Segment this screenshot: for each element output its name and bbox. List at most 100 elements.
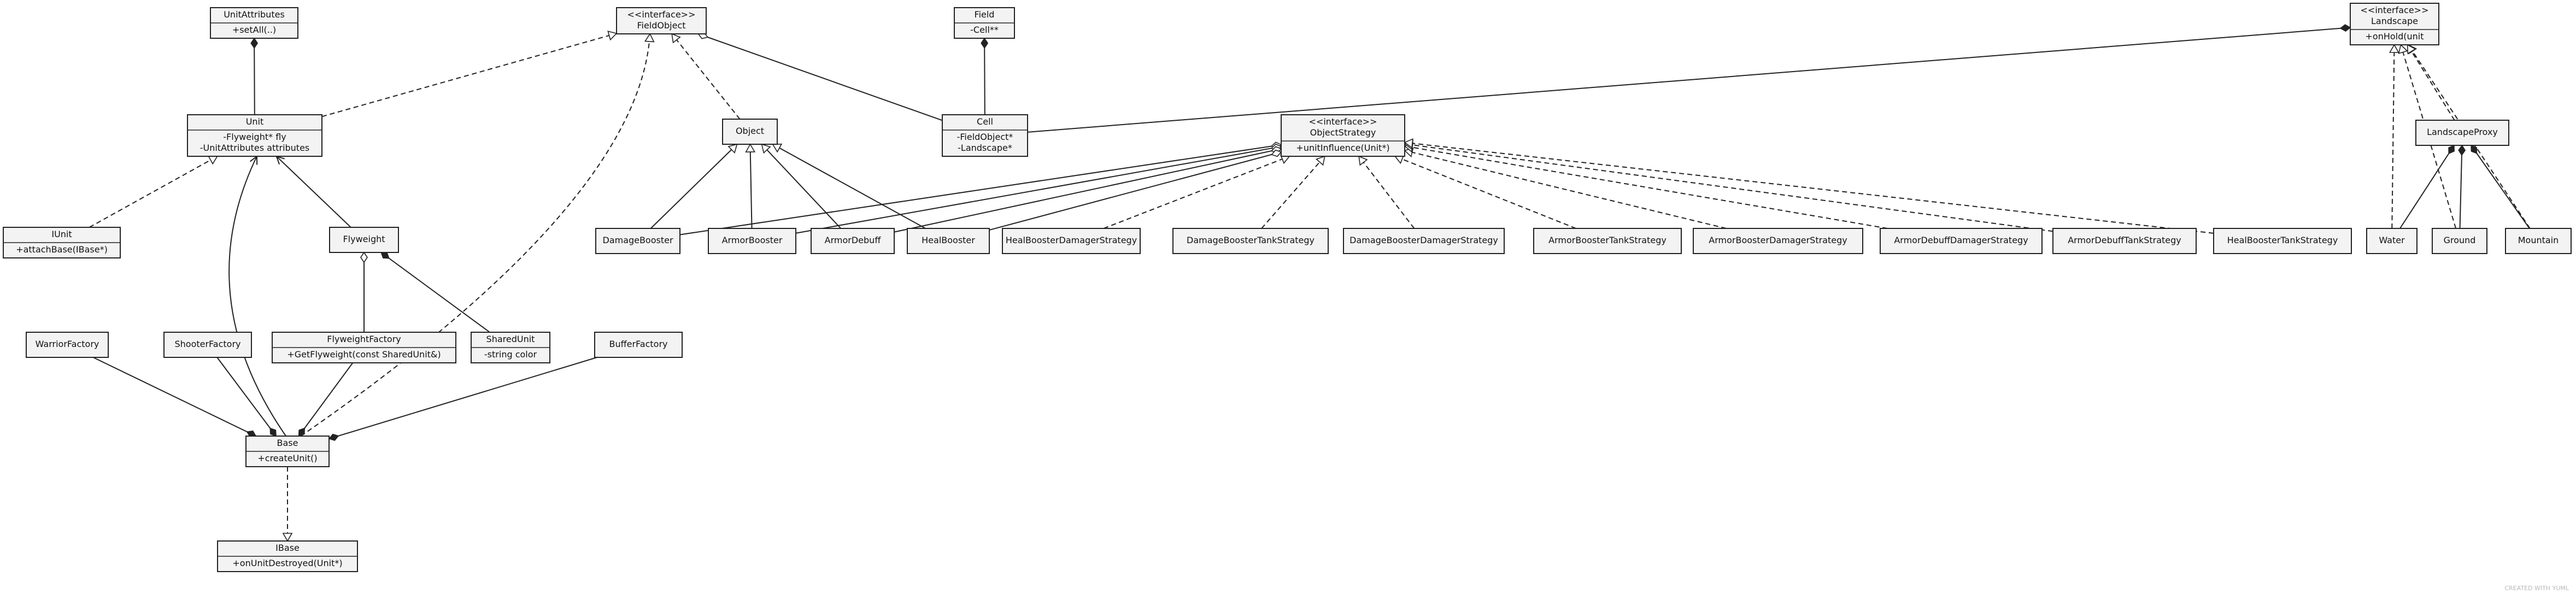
class-box — [163, 332, 252, 358]
class-heal-booster-damager-strategy[interactable]: HealBoosterDamagerStrategy — [1002, 228, 1141, 254]
relation-realization — [1261, 155, 1325, 229]
relation-line — [276, 156, 351, 228]
class-box — [811, 228, 895, 254]
class-ground[interactable]: Ground — [2432, 228, 2487, 254]
class-heal-booster[interactable]: HealBooster — [907, 228, 990, 254]
class-armor-booster[interactable]: ArmorBooster — [708, 228, 796, 254]
relation-aggregation — [360, 251, 368, 332]
class-object-strategy[interactable]: <<interface>>ObjectStrategy+unitInfluenc… — [1281, 114, 1405, 157]
realization-arrowhead — [607, 31, 618, 41]
relation-composition — [2458, 144, 2466, 229]
class-member: -Cell** — [970, 25, 999, 35]
class-name: LandscapeProxy — [2427, 127, 2498, 137]
class-box — [708, 228, 796, 254]
composition-diamond — [981, 37, 989, 49]
relation-line — [761, 144, 842, 229]
composition-diamond — [298, 427, 306, 437]
relation-line — [698, 33, 943, 121]
class-member: +createUnit() — [257, 453, 317, 463]
class-box — [942, 114, 1028, 157]
class-flyweight-factory[interactable]: FlyweightFactory+GetFlyweight(const Shar… — [272, 332, 456, 363]
class-member: +unitInfluence(Unit*) — [1296, 143, 1389, 153]
class-name: SharedUnit — [486, 334, 535, 344]
class-name: Ground — [2444, 235, 2476, 245]
class-field-object[interactable]: <<interface>>FieldObject — [616, 7, 707, 34]
class-buffer-factory[interactable]: BufferFactory — [594, 332, 683, 358]
class-landscape[interactable]: <<interface>>Landscape+onHold(unit — [2350, 3, 2439, 45]
class-name: ArmorBoosterTankStrategy — [1548, 235, 1667, 245]
class-armor-booster-damager-strategy[interactable]: ArmorBoosterDamagerStrategy — [1693, 228, 1863, 254]
relation-realization — [2398, 44, 2457, 229]
relation-realization — [321, 31, 618, 117]
realization-arrowhead — [282, 533, 293, 542]
relation-aggregation — [989, 149, 1282, 231]
class-box — [2415, 120, 2509, 146]
class-unit-attributes[interactable]: UnitAttributes+setAll(..) — [210, 7, 298, 39]
class-heal-booster-tank-strategy[interactable]: HealBoosterTankStrategy — [2213, 228, 2352, 254]
class-object[interactable]: Object — [722, 119, 778, 145]
composition-diamond — [328, 433, 339, 441]
class-warrior-factory[interactable]: WarriorFactory — [26, 332, 109, 358]
relation-line — [989, 151, 1282, 231]
class-field[interactable]: Field-Cell** — [954, 7, 1015, 39]
relation-line — [1404, 143, 2053, 232]
relation-composition — [2399, 144, 2455, 229]
class-armor-debuff-tank-strategy[interactable]: ArmorDebuffTankStrategy — [2052, 228, 2197, 254]
relation-line — [1404, 150, 1727, 229]
relation-aggregation — [795, 143, 1282, 234]
class-water[interactable]: Water — [2366, 228, 2417, 254]
class-box — [2505, 228, 2572, 254]
class-shooter-factory[interactable]: ShooterFactory — [163, 332, 252, 358]
class-base[interactable]: Base +createUnit() — [245, 436, 330, 467]
relation-inheritance — [761, 143, 842, 229]
relation-composition — [2471, 144, 2530, 229]
class-armor-debuff[interactable]: ArmorDebuff — [811, 228, 895, 254]
relations-layer — [89, 24, 2531, 542]
class-name: Water — [2379, 235, 2405, 245]
composition-diamond — [380, 252, 390, 259]
realization-arrowhead — [1404, 138, 1413, 149]
composition-diamond — [250, 37, 259, 49]
class-armor-debuff-damager-strategy[interactable]: ArmorDebuffDamagerStrategy — [1880, 228, 2043, 254]
class-damage-booster-damager-strategy[interactable]: DamageBoosterDamagerStrategy — [1343, 228, 1505, 254]
class-unit[interactable]: Unit-Flyweight* fly-UnitAttributes attri… — [187, 114, 322, 157]
class-box — [2052, 228, 2197, 254]
relation-line — [1404, 145, 1888, 229]
relation-line — [795, 146, 1282, 234]
class-flyweight[interactable]: Flyweight — [329, 227, 399, 253]
class-name: WarriorFactory — [36, 339, 99, 349]
class-box — [595, 228, 680, 254]
class-armor-booster-tank-strategy[interactable]: ArmorBoosterTankStrategy — [1533, 228, 1682, 254]
class-member: -FieldObject* — [957, 132, 1013, 142]
class-name: <<interface>> — [1309, 116, 1377, 127]
inheritance-arrowhead — [745, 143, 756, 152]
class-damage-booster[interactable]: DamageBooster — [595, 228, 680, 254]
relation-realization — [300, 33, 655, 437]
class-cell[interactable]: Cell-FieldObject*-Landscape* — [942, 114, 1028, 157]
class-shared-unit[interactable]: SharedUnit-string color — [471, 332, 550, 363]
class-ibase[interactable]: IBase+onUnitDestroyed(Unit*) — [217, 540, 358, 572]
class-name: IUnit — [51, 229, 72, 239]
realization-arrowhead — [671, 33, 681, 44]
class-damage-booster-tank-strategy[interactable]: DamageBoosterTankStrategy — [1172, 228, 1329, 254]
composition-diamond — [269, 427, 277, 437]
relation-realization — [1394, 154, 1576, 229]
composition-diamond — [2339, 24, 2351, 32]
class-landscape-proxy[interactable]: LandscapeProxy — [2415, 120, 2509, 146]
class-mountain[interactable]: Mountain — [2505, 228, 2572, 254]
relation-line — [894, 148, 1282, 233]
relation-line — [2471, 145, 2530, 229]
class-member: -Landscape* — [958, 143, 1012, 153]
relation-composition — [250, 37, 259, 115]
class-box — [187, 114, 322, 157]
aggregation-diamond — [1271, 149, 1282, 157]
realization-arrowhead — [2398, 44, 2408, 54]
class-iunit[interactable]: IUnit+attachBase(IBase*) — [3, 227, 121, 258]
relation-realization — [1404, 139, 2053, 232]
relation-realization — [1404, 138, 2214, 234]
class-name: <<interface>> — [2361, 5, 2429, 15]
class-name: Base — [277, 438, 298, 448]
relation-realization — [671, 33, 741, 120]
class-box — [722, 119, 778, 145]
